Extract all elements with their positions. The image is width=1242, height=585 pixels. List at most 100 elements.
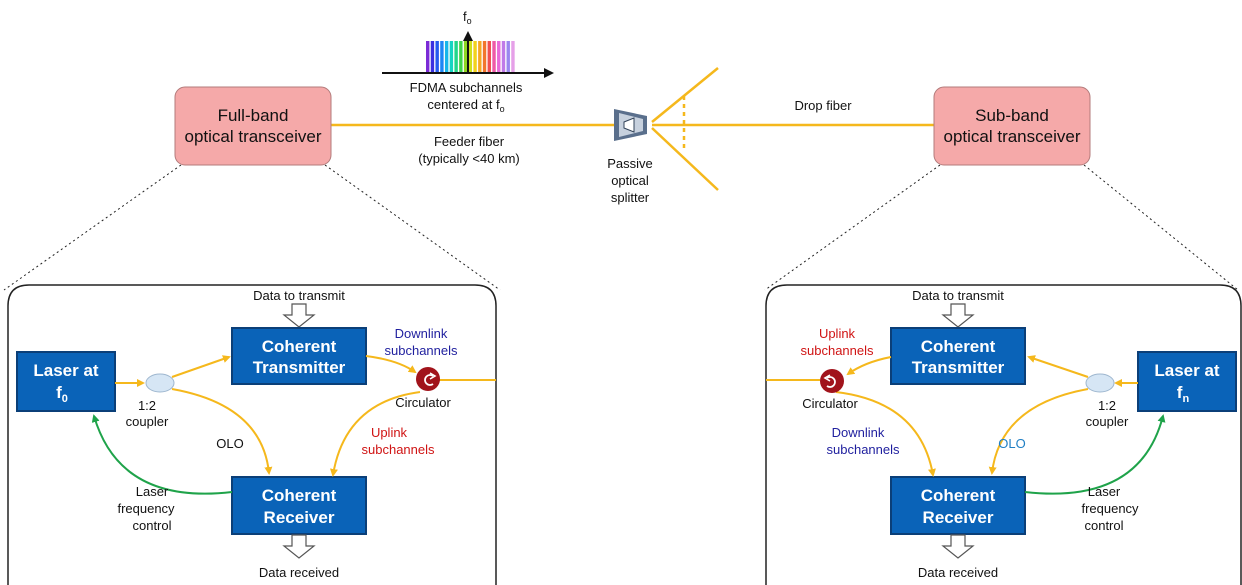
circulator-to-receiver bbox=[330, 391, 421, 477]
lfc-label-line1: Laser bbox=[136, 484, 169, 499]
center-frequency-label: fo bbox=[463, 9, 472, 26]
circulator-to-receiver bbox=[835, 391, 936, 477]
coupler-icon bbox=[1085, 373, 1115, 393]
coupler-to-receiver-olo bbox=[988, 388, 1089, 475]
coupler-label-line1: 1:2 bbox=[138, 398, 156, 413]
zoom-line bbox=[324, 164, 501, 291]
coupler-label-line2: coupler bbox=[126, 414, 169, 429]
coupler-label-line2: coupler bbox=[1086, 414, 1129, 429]
drop-fiber-lower bbox=[651, 127, 719, 191]
rx-label-line1: Coherent bbox=[921, 486, 996, 505]
laser-label-line1: Laser at bbox=[33, 361, 99, 380]
zoom-line bbox=[1083, 164, 1239, 291]
spectrum-subchannel-bar bbox=[435, 41, 439, 72]
tx-label-line1: Coherent bbox=[921, 337, 996, 356]
olo-label: OLO bbox=[998, 436, 1025, 451]
spectrum-subchannel-bar bbox=[487, 41, 491, 72]
circulator-icon bbox=[820, 369, 844, 393]
coupler-to-transmitter bbox=[1027, 355, 1089, 378]
downlink-label-line2: subchannels bbox=[385, 343, 458, 358]
transmitter-to-circulator bbox=[846, 356, 892, 376]
spectrum-caption-line2: centered at fo bbox=[427, 97, 504, 114]
lfc-label-line2: frequency bbox=[1081, 501, 1139, 516]
spectrum-subchannel-bar bbox=[473, 41, 477, 72]
lfc-label-line2: frequency bbox=[117, 501, 175, 516]
panel-frame bbox=[7, 284, 497, 585]
data-out-arrow bbox=[941, 534, 975, 559]
tx-label-line1: Coherent bbox=[262, 337, 337, 356]
coupler-to-transmitter bbox=[171, 355, 231, 378]
rx-label-line1: Coherent bbox=[262, 486, 337, 505]
spectrum-caption-line1: FDMA subchannels bbox=[410, 80, 523, 95]
onu-label-line2: optical transceiver bbox=[943, 127, 1080, 146]
rx-label-line2: Receiver bbox=[923, 508, 994, 527]
laser-frequency-control bbox=[1024, 414, 1166, 495]
olo-label: OLO bbox=[216, 436, 243, 451]
lfc-label-line3: control bbox=[132, 518, 171, 533]
lfc-label-line3: control bbox=[1084, 518, 1123, 533]
splitter-label-line3: splitter bbox=[611, 190, 650, 205]
data-in-arrow bbox=[941, 303, 975, 328]
olt-label-line2: optical transceiver bbox=[184, 127, 321, 146]
spectrum-inset: fo FDMA subchannels centered at fo bbox=[382, 9, 554, 114]
laser-source bbox=[16, 351, 116, 412]
zoom-line bbox=[3, 164, 182, 291]
coupler-to-receiver-olo bbox=[171, 388, 273, 475]
data-to-transmit-label: Data to transmit bbox=[253, 288, 345, 303]
circulator-label: Circulator bbox=[395, 395, 451, 410]
splitter-icon bbox=[614, 109, 647, 141]
zoom-line bbox=[764, 164, 941, 291]
spectrum-subchannel-bar bbox=[511, 41, 515, 72]
spectrum-subchannel-bar bbox=[501, 41, 506, 72]
laser-frequency-control bbox=[91, 414, 233, 495]
spectrum-bars bbox=[426, 41, 515, 72]
coherent-transmitter bbox=[890, 327, 1026, 385]
downlink-label-line1: Downlink bbox=[395, 326, 448, 341]
spectrum-subchannel-bar bbox=[459, 41, 463, 72]
spectrum-subchannel-bar bbox=[430, 41, 435, 72]
coupler-icon bbox=[145, 373, 175, 393]
laser-label-line2: fn bbox=[1177, 383, 1190, 405]
spectrum-subchannel-bar bbox=[468, 41, 473, 72]
laser-label-line1: Laser at bbox=[1154, 361, 1220, 380]
spectrum-subchannel-bar bbox=[492, 41, 496, 72]
downlink-label-line1: Downlink bbox=[832, 425, 885, 440]
coherent-receiver bbox=[890, 476, 1026, 535]
onu-transceiver bbox=[933, 86, 1091, 166]
drop-fiber-label: Drop fiber bbox=[794, 98, 852, 113]
splitter-label-line1: Passive bbox=[607, 156, 653, 171]
spectrum-subchannel-bar bbox=[497, 41, 501, 72]
data-to-transmit-label: Data to transmit bbox=[912, 288, 1004, 303]
downlink-label-line2: subchannels bbox=[827, 442, 900, 457]
spectrum-subchannel-bar bbox=[506, 41, 510, 72]
olt-transceiver bbox=[174, 86, 332, 166]
spectrum-subchannel-bar bbox=[482, 41, 487, 72]
spectrum-subchannel-bar bbox=[444, 41, 449, 72]
tx-label-line2: Transmitter bbox=[253, 358, 346, 377]
uplink-label-line2: subchannels bbox=[801, 343, 874, 358]
laser-source bbox=[1137, 351, 1237, 412]
drop-fiber-upper bbox=[651, 67, 719, 123]
panel-frame bbox=[765, 284, 1242, 585]
spectrum-subchannel-bar bbox=[463, 41, 468, 72]
spectrum-subchannel-bar bbox=[426, 41, 430, 72]
feeder-label-line1: Feeder fiber bbox=[434, 134, 505, 149]
splitter-label-line2: optical bbox=[611, 173, 649, 188]
data-received-label: Data received bbox=[259, 565, 339, 580]
data-in-arrow bbox=[282, 303, 316, 328]
coherent-receiver bbox=[231, 476, 367, 535]
uplink-label-line1: Uplink bbox=[819, 326, 856, 341]
feeder-label-line2: (typically <40 km) bbox=[418, 151, 520, 166]
rx-label-line2: Receiver bbox=[264, 508, 335, 527]
spectrum-subchannel-bar bbox=[478, 41, 482, 72]
onu-detail-panel: Data to transmit Coherent Transmitter La… bbox=[765, 284, 1242, 585]
tx-label-line2: Transmitter bbox=[912, 358, 1005, 377]
laser-label-line2: f0 bbox=[56, 383, 68, 405]
coherent-transmitter bbox=[231, 327, 367, 385]
coupler-label-line1: 1:2 bbox=[1098, 398, 1116, 413]
onu-label-line1: Sub-band bbox=[975, 106, 1049, 125]
fiber-network bbox=[331, 67, 934, 191]
spectrum-subchannel-bar bbox=[449, 41, 454, 72]
olt-label-line1: Full-band bbox=[218, 106, 289, 125]
